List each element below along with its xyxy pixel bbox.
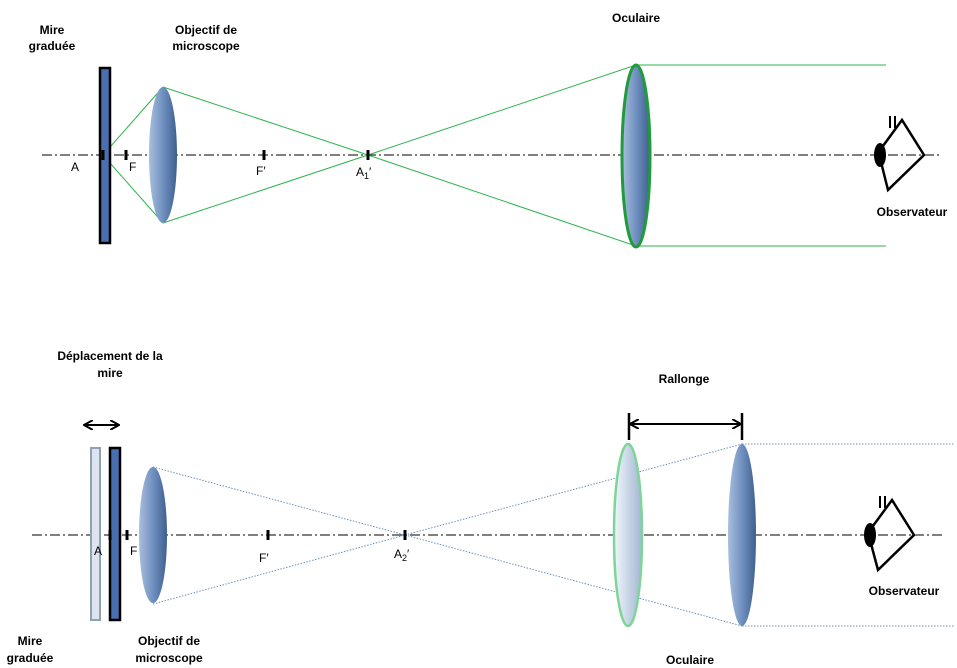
top-mire-plate [98,66,112,245]
bottom-oculaire-label: Oculaire [666,653,714,667]
bottom-point-a2-label: A2′ [394,547,410,563]
top-objectif-label-line2: microscope [172,39,240,53]
top-diagram: Mire graduée Objectif de microscope Ocul… [29,11,948,249]
bottom-rallonge-dimension [627,413,744,440]
top-objective-lens [149,87,177,223]
bottom-mire-label-line2: graduée [7,651,54,665]
bottom-ghost-mire-plate [90,447,101,621]
bottom-objective-lens [139,467,167,603]
bottom-eye-icon [864,496,916,573]
bottom-ghost-eyepiece-lens [612,442,644,628]
top-point-a-label: A [71,160,79,174]
top-objectif-label-line1: Objectif de [175,23,237,37]
top-oculaire-label: Oculaire [612,11,660,25]
bottom-point-fprime-label: F′ [259,551,269,565]
bottom-rallonge-label: Rallonge [659,372,710,386]
top-mire-label-line1: Mire [40,23,65,37]
top-observateur-label: Observateur [877,205,948,219]
top-point-a1-label: A1′ [356,165,372,181]
top-rays [102,64,886,247]
bottom-diagram: Déplacement de la mire Rallonge Mire gra… [7,349,955,667]
bottom-point-f-label: F [130,544,137,558]
bottom-deplacement-label-line1: Déplacement de la [57,349,163,363]
bottom-point-a-label: A [94,544,102,558]
bottom-mire-label-line1: Mire [18,634,43,648]
bottom-observateur-label: Observateur [869,584,940,598]
bottom-eyepiece-lens [728,444,756,626]
bottom-rays [152,443,955,627]
top-point-f-label: F [129,160,136,174]
bottom-deplacement-label-line2: mire [97,366,123,380]
bottom-objectif-label-line1: Objectif de [138,634,200,648]
bottom-objectif-label-line2: microscope [135,651,203,665]
top-point-fprime-label: F′ [256,164,266,178]
top-mire-label-line2: graduée [29,39,76,53]
top-eyepiece-lens [620,63,652,249]
top-eye-icon [874,116,926,193]
